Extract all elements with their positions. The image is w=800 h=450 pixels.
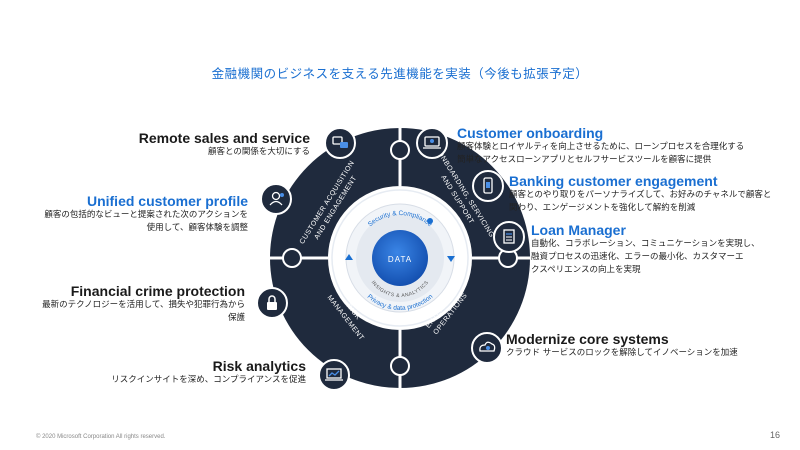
feature-title: Unified customer profile xyxy=(86,193,248,209)
page-number: 16 xyxy=(769,430,780,440)
feature-desc-line: 関わり、エンゲージメントを強化して解約を削減 xyxy=(509,203,696,213)
feature-desc-line: クスペリエンスの向上を実現 xyxy=(531,265,641,275)
feature-customer-onboarding: Customer onboarding 顧客体験とロイヤルティを向上させるために… xyxy=(457,125,744,167)
customer-profile-icon xyxy=(260,183,292,215)
laptop-onboarding-icon xyxy=(416,127,448,159)
copyright-footer: © 2020 Microsoft Corporation All rights … xyxy=(36,434,166,440)
page-title: 金融機関のビジネスを支える先進機能を実装（今後も拡張予定） xyxy=(211,66,589,81)
support-chat-icon xyxy=(324,127,356,159)
feature-financial-crime: Financial crime protection 最新のテクノロジーを活用し… xyxy=(42,283,245,325)
mobile-phone-icon xyxy=(472,170,504,202)
feature-desc-line: 顧客体験とロイヤルティを向上させるために、ローンプロセスを合理化する xyxy=(457,142,745,152)
feature-title: Remote sales and service xyxy=(138,130,310,146)
feature-desc-line: 保護 xyxy=(227,313,245,323)
feature-banking-engagement: Banking customer engagement 顧客とのやり取りをパーソ… xyxy=(509,173,771,215)
analytics-laptop-icon xyxy=(318,359,350,391)
feature-loan-manager: Loan Manager 自動化、コラボレーション、コミュニケーションを実現し、… xyxy=(531,222,760,277)
feature-desc-line: クラウド サービスのロックを解除してイノベーションを加速 xyxy=(506,348,738,358)
feature-desc-line: 使用して、顧客体験を調整 xyxy=(146,223,248,233)
feature-desc-line: リスクインサイトを深め、コンプライアンスを促進 xyxy=(111,375,306,385)
feature-risk-analytics: Risk analytics リスクインサイトを深め、コンプライアンスを促進 xyxy=(111,358,306,387)
feature-desc-line: 最新のテクノロジーを活用して、損失や犯罪行為から xyxy=(42,300,245,310)
document-icon xyxy=(493,221,525,253)
feature-modernize-core: Modernize core systems クラウド サービスのロックを解除し… xyxy=(506,331,738,360)
feature-title: Banking customer engagement xyxy=(509,173,718,189)
feature-desc-line: 顧客の包括的なビューと提案された次のアクションを xyxy=(44,210,248,220)
feature-title: Modernize core systems xyxy=(506,331,669,347)
feature-desc-line: 顧客とのやり取りをパーソナライズして、お好みのチャネルで顧客と xyxy=(509,190,772,200)
feature-desc-line: 顧客との関係を大切にする xyxy=(207,147,310,157)
data-core xyxy=(372,230,428,286)
feature-title: Loan Manager xyxy=(531,222,626,238)
feature-desc-line: 簡単なアクセスローンアプリとセルフサービスツールを顧客に提供 xyxy=(457,155,712,165)
feature-title: Customer onboarding xyxy=(457,125,604,141)
cycle-arrows xyxy=(345,218,455,262)
feature-desc-line: 融資プロセスの迅速化、エラーの最小化、カスタマーエ xyxy=(531,252,744,262)
feature-desc-line: 自動化、コラボレーション、コミュニケーションを実現し、 xyxy=(531,239,760,249)
data-core-label: DATA xyxy=(388,255,412,264)
feature-unified-profile: Unified customer profile 顧客の包括的なビューと提案され… xyxy=(44,193,248,235)
feature-remote-sales: Remote sales and service 顧客との関係を大切にする xyxy=(139,130,310,159)
feature-title: Financial crime protection xyxy=(70,283,245,299)
feature-title: Risk analytics xyxy=(212,358,306,374)
lock-icon xyxy=(256,287,288,319)
cloud-gear-icon xyxy=(471,332,503,364)
